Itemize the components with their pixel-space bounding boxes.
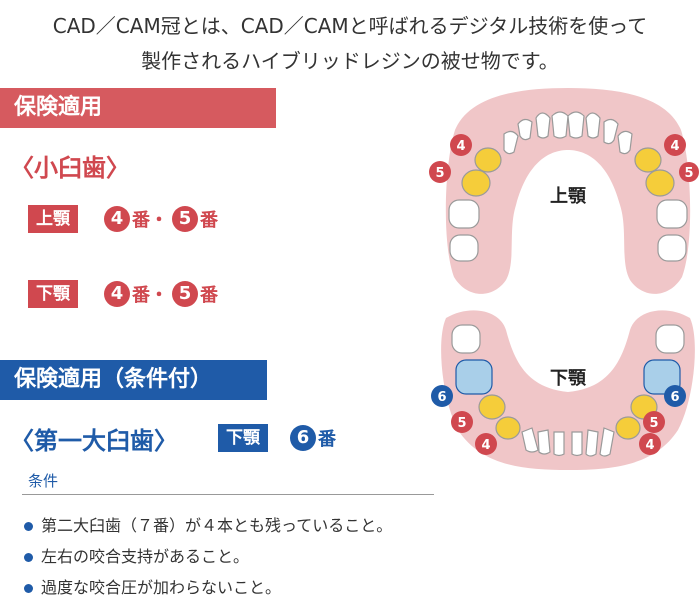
tooth-marker-label: 4 [670, 139, 679, 154]
tooth-highlighted [645, 169, 675, 197]
bullet-dot [24, 584, 33, 593]
tooth-highlighted [474, 147, 502, 173]
condition-item: 過度な咬合圧が加わらないこと。 [24, 574, 281, 598]
lower-jaw-diagram-label: 下顎 [550, 368, 587, 389]
tooth-number-badge: 6 [290, 425, 316, 451]
intro-line-1: CAD／CAM冠とは、CAD／CAMと呼ばれるデジタル技術を使って [52, 14, 648, 38]
tooth-number-suffix: 番 [200, 210, 218, 231]
tooth-marker-label: 6 [670, 390, 679, 405]
tooth-number-badge: 4 [104, 281, 130, 307]
molar-tooth-number: 6 番 [290, 425, 340, 451]
tooth-highlighted [495, 416, 521, 440]
tooth-marker [639, 433, 661, 455]
upper-jaw-tag: 上顎 [28, 205, 78, 233]
first-molar-subtitle: 〈第一大臼歯〉 [10, 427, 178, 455]
lower-teeth [451, 324, 685, 457]
tooth-marker-label: 4 [456, 139, 465, 154]
upper-jaw-diagram-label: 上顎 [550, 186, 587, 207]
lower-tooth-numbers: 4 番・ 5 番 [104, 281, 222, 307]
tooth-first-molar [643, 359, 681, 395]
tooth-marker [664, 134, 686, 156]
tooth-number-suffix: 番・ [132, 210, 168, 231]
tooth-highlighted [634, 147, 662, 173]
tooth-highlighted [478, 394, 506, 420]
tooth-number-suffix: 番・ [132, 285, 168, 306]
tooth-marker [431, 385, 453, 407]
bullet-dot [24, 553, 33, 562]
intro-line-2: 製作されるハイブリッドレジンの被せ物です。 [141, 49, 559, 73]
condition-item: 第二大臼歯（７番）が４本とも残っていること。 [24, 512, 392, 536]
conditions-title: 条件 [28, 472, 59, 490]
tooth-marker [429, 161, 451, 183]
tooth-marker [679, 162, 699, 182]
tooth-first-molar [455, 359, 493, 395]
condition-item: 左右の咬合支持があること。 [24, 543, 249, 567]
upper-teeth [448, 111, 688, 262]
tooth-number-badge: 4 [104, 206, 130, 232]
tooth-marker [450, 134, 472, 156]
tooth-number-badge: 5 [172, 281, 198, 307]
tooth-marker [664, 385, 686, 407]
tooth-marker-label: 4 [645, 438, 654, 453]
condition-text: 左右の咬合支持があること。 [41, 547, 250, 566]
premolar-subtitle: 〈小臼歯〉 [10, 154, 130, 182]
tooth-marker-label: 5 [684, 166, 693, 181]
tooth-highlighted [461, 169, 491, 197]
tooth-marker-label: 5 [457, 416, 466, 431]
bullet-dot [24, 522, 33, 531]
condition-text: 第二大臼歯（７番）が４本とも残っていること。 [41, 516, 393, 535]
tooth-number-suffix: 番 [318, 429, 336, 450]
lower-jaw-tag: 下顎 [28, 280, 78, 308]
tooth-marker-label: 5 [649, 416, 658, 431]
insurance-section-header: 保険適用 [0, 88, 276, 128]
upper-tooth-numbers: 4 番・ 5 番 [104, 206, 222, 232]
lower-jaw-tag-molar: 下顎 [218, 424, 268, 452]
tooth-marker-label: 4 [481, 438, 490, 453]
tooth-number-suffix: 番 [200, 285, 218, 306]
condition-text: 過度な咬合圧が加わらないこと。 [41, 578, 282, 597]
tooth-number-badge: 5 [172, 206, 198, 232]
tooth-marker-label: 5 [435, 166, 444, 181]
tooth-marker-label: 6 [437, 390, 446, 405]
tooth-highlighted [615, 416, 641, 440]
tooth-marker [643, 411, 665, 433]
conditional-insurance-section-header: 保険適用（条件付） [0, 360, 267, 400]
conditions-divider [22, 494, 434, 495]
tooth-marker [475, 433, 497, 455]
tooth-marker [451, 411, 473, 433]
